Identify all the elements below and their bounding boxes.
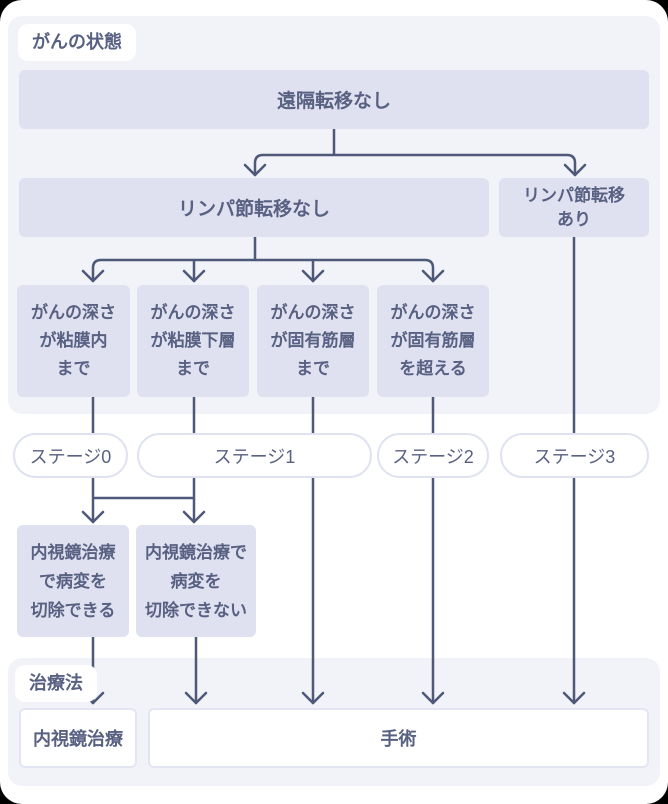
stage-1-pill: ステージ1	[137, 433, 372, 478]
stage-0-pill: ステージ0	[13, 433, 128, 478]
stage-2-pill: ステージ2	[377, 433, 489, 478]
treatment-section-label: 治療法	[15, 665, 97, 702]
cancer-state-section-label: がんの状態	[18, 24, 136, 61]
node-lymph-node-metastasis-present: リンパ節転移 あり	[499, 178, 649, 237]
node-depth-within-muscularis: がんの深さ が固有筋層 まで	[257, 285, 369, 397]
node-endoscopic-resectable: 内視鏡治療 で病変を 切除できる	[17, 525, 129, 637]
node-depth-within-mucosa: がんの深さ が粘膜内 まで	[17, 285, 130, 397]
node-endoscopic-not-resectable: 内視鏡治療で 病変を 切除できない	[136, 525, 256, 637]
treatment-surgery-box: 手術	[148, 708, 649, 768]
node-lymph-node-metastasis-none: リンパ節転移なし	[19, 178, 489, 237]
node-depth-within-submucosa: がんの深さ が粘膜下層 まで	[137, 285, 249, 397]
node-distant-metastasis-none: 遠隔転移なし	[19, 70, 649, 129]
node-depth-beyond-muscularis: がんの深さ が固有筋層 を超える	[377, 285, 489, 397]
treatment-endoscopic-box: 内視鏡治療	[19, 708, 137, 768]
stage-3-pill: ステージ3	[500, 433, 649, 478]
